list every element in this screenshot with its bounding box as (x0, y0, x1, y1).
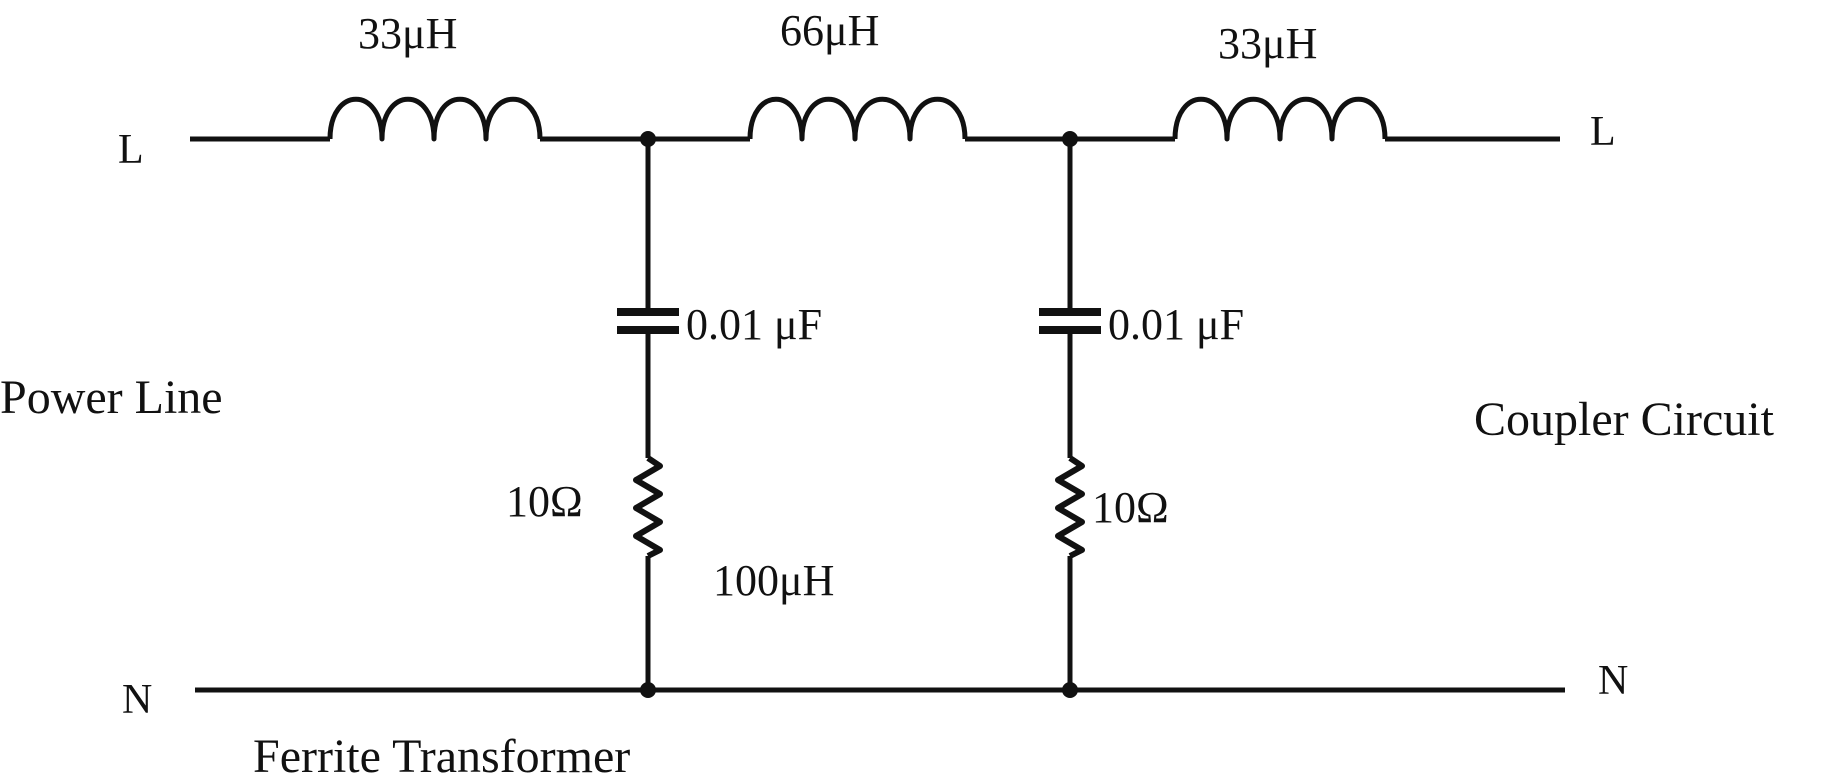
resistor-right-label: 10Ω (1092, 483, 1169, 532)
right-capacitor-plate-top (1039, 308, 1101, 316)
power-line-label: Power Line (0, 371, 223, 424)
coupler-circuit-label: Coupler Circuit (1474, 393, 1775, 446)
inductor-66uh-label: 66μH (780, 6, 879, 55)
resistor-left-label: 10Ω (506, 477, 583, 526)
inductor-66uh (747, 96, 968, 142)
terminal-n-left: N (122, 677, 152, 723)
inductor-33uh-right (1172, 96, 1388, 142)
junction-top-left (640, 131, 656, 147)
terminal-l-right: L (1590, 109, 1616, 155)
junction-top-right (1062, 131, 1078, 147)
right-resistor (1055, 455, 1085, 559)
inductor-33uh-right-label: 33μH (1218, 19, 1317, 68)
left-capacitor-plate-bottom (617, 326, 679, 334)
terminal-n-right: N (1598, 658, 1628, 704)
capacitor-left-label: 0.01 μF (686, 300, 822, 349)
inductor-33uh-left (327, 96, 543, 142)
junction-bottom-right (1062, 682, 1078, 698)
inductor-33uh-left-label: 33μH (358, 9, 457, 58)
capacitor-right-label: 0.01 μF (1108, 300, 1244, 349)
left-resistor (633, 455, 663, 559)
inductor-100uh-label: 100μH (713, 556, 834, 605)
terminal-l-left: L (118, 127, 144, 173)
left-capacitor-plate-top (617, 308, 679, 316)
ferrite-transformer-label: Ferrite Transformer (253, 730, 630, 779)
right-capacitor-plate-bottom (1039, 326, 1101, 334)
junction-bottom-left (640, 682, 656, 698)
